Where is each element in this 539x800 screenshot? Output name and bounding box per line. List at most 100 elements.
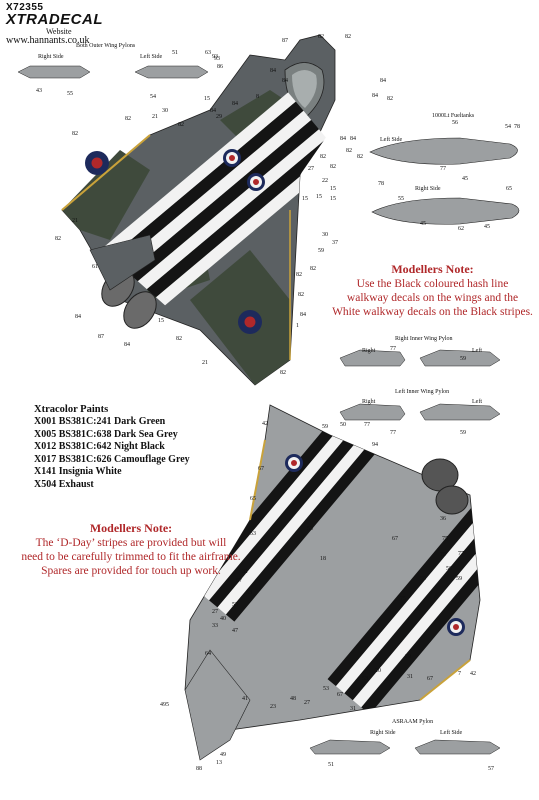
callout-number: 53 (246, 590, 252, 596)
paint-list: Xtracolor Paints X001 BS381C:241 Dark Gr… (34, 403, 254, 491)
roundel-icon (447, 618, 465, 636)
note-title: Modellers Note: (89, 521, 173, 535)
paint-item: X005 BS381C:638 Dark Sea Grey (34, 428, 178, 440)
callout-number: 77 (390, 346, 396, 352)
callout-number: 86 (217, 64, 223, 70)
callout-number: 53 (323, 686, 329, 692)
callout-number: 21 (202, 360, 208, 366)
callout-number: 45 (420, 221, 426, 227)
callout-number: 54 (150, 94, 156, 100)
callout-number: 27 (308, 166, 314, 172)
callout-number: 41 (242, 696, 248, 702)
callout-number: 93 (214, 56, 220, 62)
callout-number: 67 (392, 536, 398, 542)
callout-number: 42 (262, 421, 268, 427)
left-inner-pylon-right-label: Right (362, 399, 376, 405)
note-line: need to be carefully trimmed to fit the … (21, 551, 241, 563)
roundel-icon (285, 454, 303, 472)
callout-number: 55 (398, 196, 404, 202)
callout-number: 84 (270, 68, 276, 74)
callout-number: 15 (330, 196, 336, 202)
callout-number: 27 (304, 700, 310, 706)
callout-number: 29 (216, 114, 222, 120)
callout-number: 45 (484, 224, 490, 230)
callout-number: 84 (75, 314, 81, 320)
callout-number: 50 (340, 422, 346, 428)
callout-number: 37 (332, 240, 338, 246)
callout-number: 82 (125, 116, 131, 122)
callout-number: 59 (322, 424, 328, 430)
callout-number: 77 (440, 166, 446, 172)
note-line: The ‘D-Day’ stripes are provided but wil… (35, 537, 227, 549)
outer-wing-pylons (17, 65, 209, 79)
callout-number: 77 (364, 422, 370, 428)
callout-number: 82 (345, 34, 351, 40)
brand-url[interactable]: www.hannants.co.uk (6, 35, 90, 46)
paint-item: X141 Insignia White (34, 466, 122, 477)
callout-number: 56 (420, 576, 426, 582)
asraam-pylons (309, 739, 501, 755)
callout-number: 78 (514, 124, 520, 130)
left-inner-pylon-title: Left Inner Wing Pylon (395, 388, 449, 395)
callout-number: 84 (340, 136, 346, 142)
callout-number: 61 (92, 264, 98, 270)
callout-number: 84 (124, 342, 130, 348)
left-inner-pylon-left-label: Left (472, 398, 482, 405)
paint-item: X504 Exhaust (34, 478, 94, 490)
modellers-note-walkway: Modellers Note: Use the Black coloured h… (330, 262, 535, 319)
fueltank-left-label: Left Side (380, 136, 402, 143)
callout-number: 82 (320, 154, 326, 160)
callout-number: 82 (387, 96, 393, 102)
callout-number: 82 (330, 164, 336, 170)
callout-number: 94 (372, 442, 378, 448)
asraam-title: ASRAAM Pylon (392, 719, 433, 725)
callout-number: 29 (405, 654, 411, 660)
callout-number: 53 (232, 602, 238, 608)
brand-website-label: Website (46, 27, 72, 36)
callout-number: 30 (322, 232, 328, 238)
callout-number: 495 (160, 702, 169, 708)
callout-number: 93 (212, 54, 218, 60)
callout-number: 20 (375, 668, 381, 674)
callout-number: 48 (290, 696, 296, 702)
right-inner-pylon-title: Right Inner Wing Pylon (395, 336, 452, 342)
paint-item: X017 BS381C:626 Camouflage Grey (34, 453, 190, 465)
callout-number: 82 (280, 370, 286, 376)
paint-item: X012 BS381C:642 Night Black (34, 441, 165, 452)
callout-number: 51 (328, 762, 334, 768)
callout-number: 21 (72, 218, 78, 224)
callout-number: 49 (220, 752, 226, 758)
roundel-icon (85, 151, 109, 175)
callout-number: 15 (204, 96, 210, 102)
callout-number: 33 (212, 623, 218, 629)
callout-number: 36 (440, 516, 446, 522)
callout-number: 84 (282, 78, 288, 84)
callout-number: 43 (36, 88, 42, 94)
callout-number: 84 (232, 101, 238, 107)
callout-number: 82 (310, 266, 316, 272)
callout-number: 82 (298, 292, 304, 298)
roundel-icon (238, 310, 262, 334)
callout-number: 15 (302, 196, 308, 202)
callout-number: 82 (318, 34, 324, 40)
callout-number: 84 (210, 108, 216, 114)
callout-number: 59 (318, 248, 324, 254)
callout-number: 67 (258, 466, 264, 472)
callout-number: 27 (212, 609, 218, 615)
callout-number: 82 (55, 236, 61, 242)
callout-number: 82 (296, 272, 302, 278)
callout-number: 75 (440, 552, 446, 558)
roundel-icon (223, 149, 241, 167)
paint-list-title: Xtracolor Paints (34, 404, 109, 415)
callout-number: 82 (72, 131, 78, 137)
callout-number: 67 (337, 692, 343, 698)
callout-number: 30 (162, 108, 168, 114)
callout-number: 82 (178, 122, 184, 128)
callout-number: 53 (307, 526, 313, 532)
brand-logo: XTRADECAL (6, 11, 103, 28)
callout-number: 87 (282, 38, 288, 44)
callout-number: 78 (378, 181, 384, 187)
callout-number: 82 (357, 154, 363, 160)
callout-number: 53 (362, 676, 368, 682)
